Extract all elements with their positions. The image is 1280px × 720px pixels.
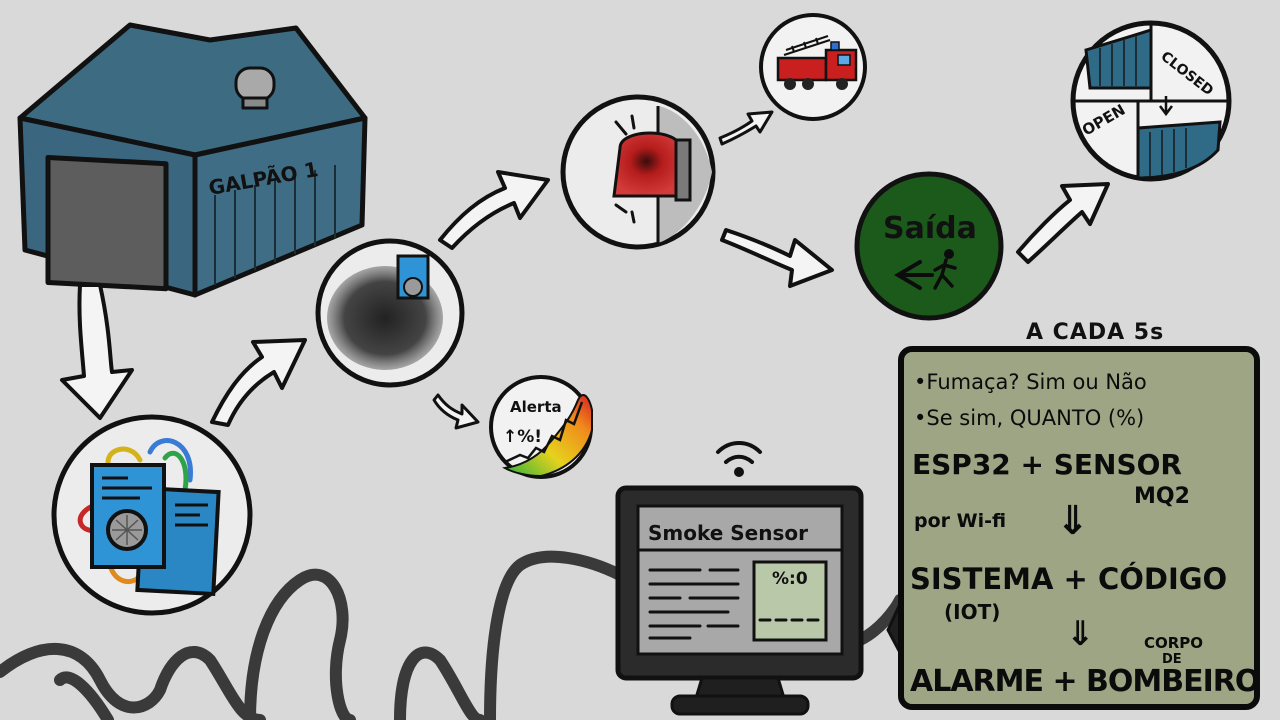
board-line-iot: (IOT): [944, 600, 1001, 624]
exit-sign: [854, 171, 1004, 321]
board-line-esp32-sensor: ESP32 + SENSOR: [912, 448, 1182, 481]
cable-squiggles: [0, 550, 906, 720]
board-arrow-1: ⇓: [1056, 498, 1090, 544]
board-line-quantity: •Se sim, QUANTO (%): [914, 406, 1145, 430]
alert-glyph: ↑%!: [503, 427, 542, 447]
smoke-detection-scene: [315, 238, 465, 388]
arrow-sensor-to-smoke: [210, 338, 307, 427]
board-line-mq2: MQ2: [1134, 484, 1190, 509]
board-caption: A CADA 5s: [1026, 320, 1165, 345]
monitor-title: Smoke Sensor: [648, 521, 808, 545]
board-line-wifi: por Wi-fi: [914, 510, 1007, 532]
board-line-corpo: CORPO: [1144, 634, 1204, 652]
alert-label: Alerta: [510, 398, 562, 416]
warehouse-illustration: [17, 22, 368, 298]
arrow-warehouse-to-sensor: [60, 283, 134, 420]
smoke-sensor-monitor: [615, 485, 906, 716]
board-line-system-code: SISTEMA + CÓDIGO: [910, 562, 1228, 596]
board-line-smoke-question: •Fumaça? Sim ou Não: [914, 370, 1147, 394]
board-arrow-2: ⇓: [1066, 614, 1095, 654]
process-summary-board: •Fumaça? Sim ou Não •Se sim, QUANTO (%) …: [898, 346, 1260, 710]
siren-alarm: [560, 94, 716, 250]
board-line-alarm-firefighters: ALARME + BOMBEIRO: [910, 664, 1260, 699]
board-line-de: DE: [1162, 652, 1182, 667]
arrow-exit-to-door: [1016, 182, 1110, 264]
mq2-sensor-module: [51, 414, 253, 616]
alert-gauge-badge: [489, 375, 593, 479]
arrow-smoke-to-siren: [438, 170, 550, 250]
wifi-icon: [716, 441, 762, 477]
arrow-siren-to-exit: [720, 228, 834, 288]
fire-truck-icon: [759, 13, 867, 121]
exit-label: Saída: [883, 211, 977, 246]
monitor-reading: %:0: [772, 569, 808, 589]
arrow-siren-to-firetruck: [718, 110, 774, 146]
arrow-smoke-to-alert: [432, 393, 480, 430]
door-open-closed-diagram: [1070, 20, 1232, 182]
flow-arrows: [60, 110, 1110, 430]
